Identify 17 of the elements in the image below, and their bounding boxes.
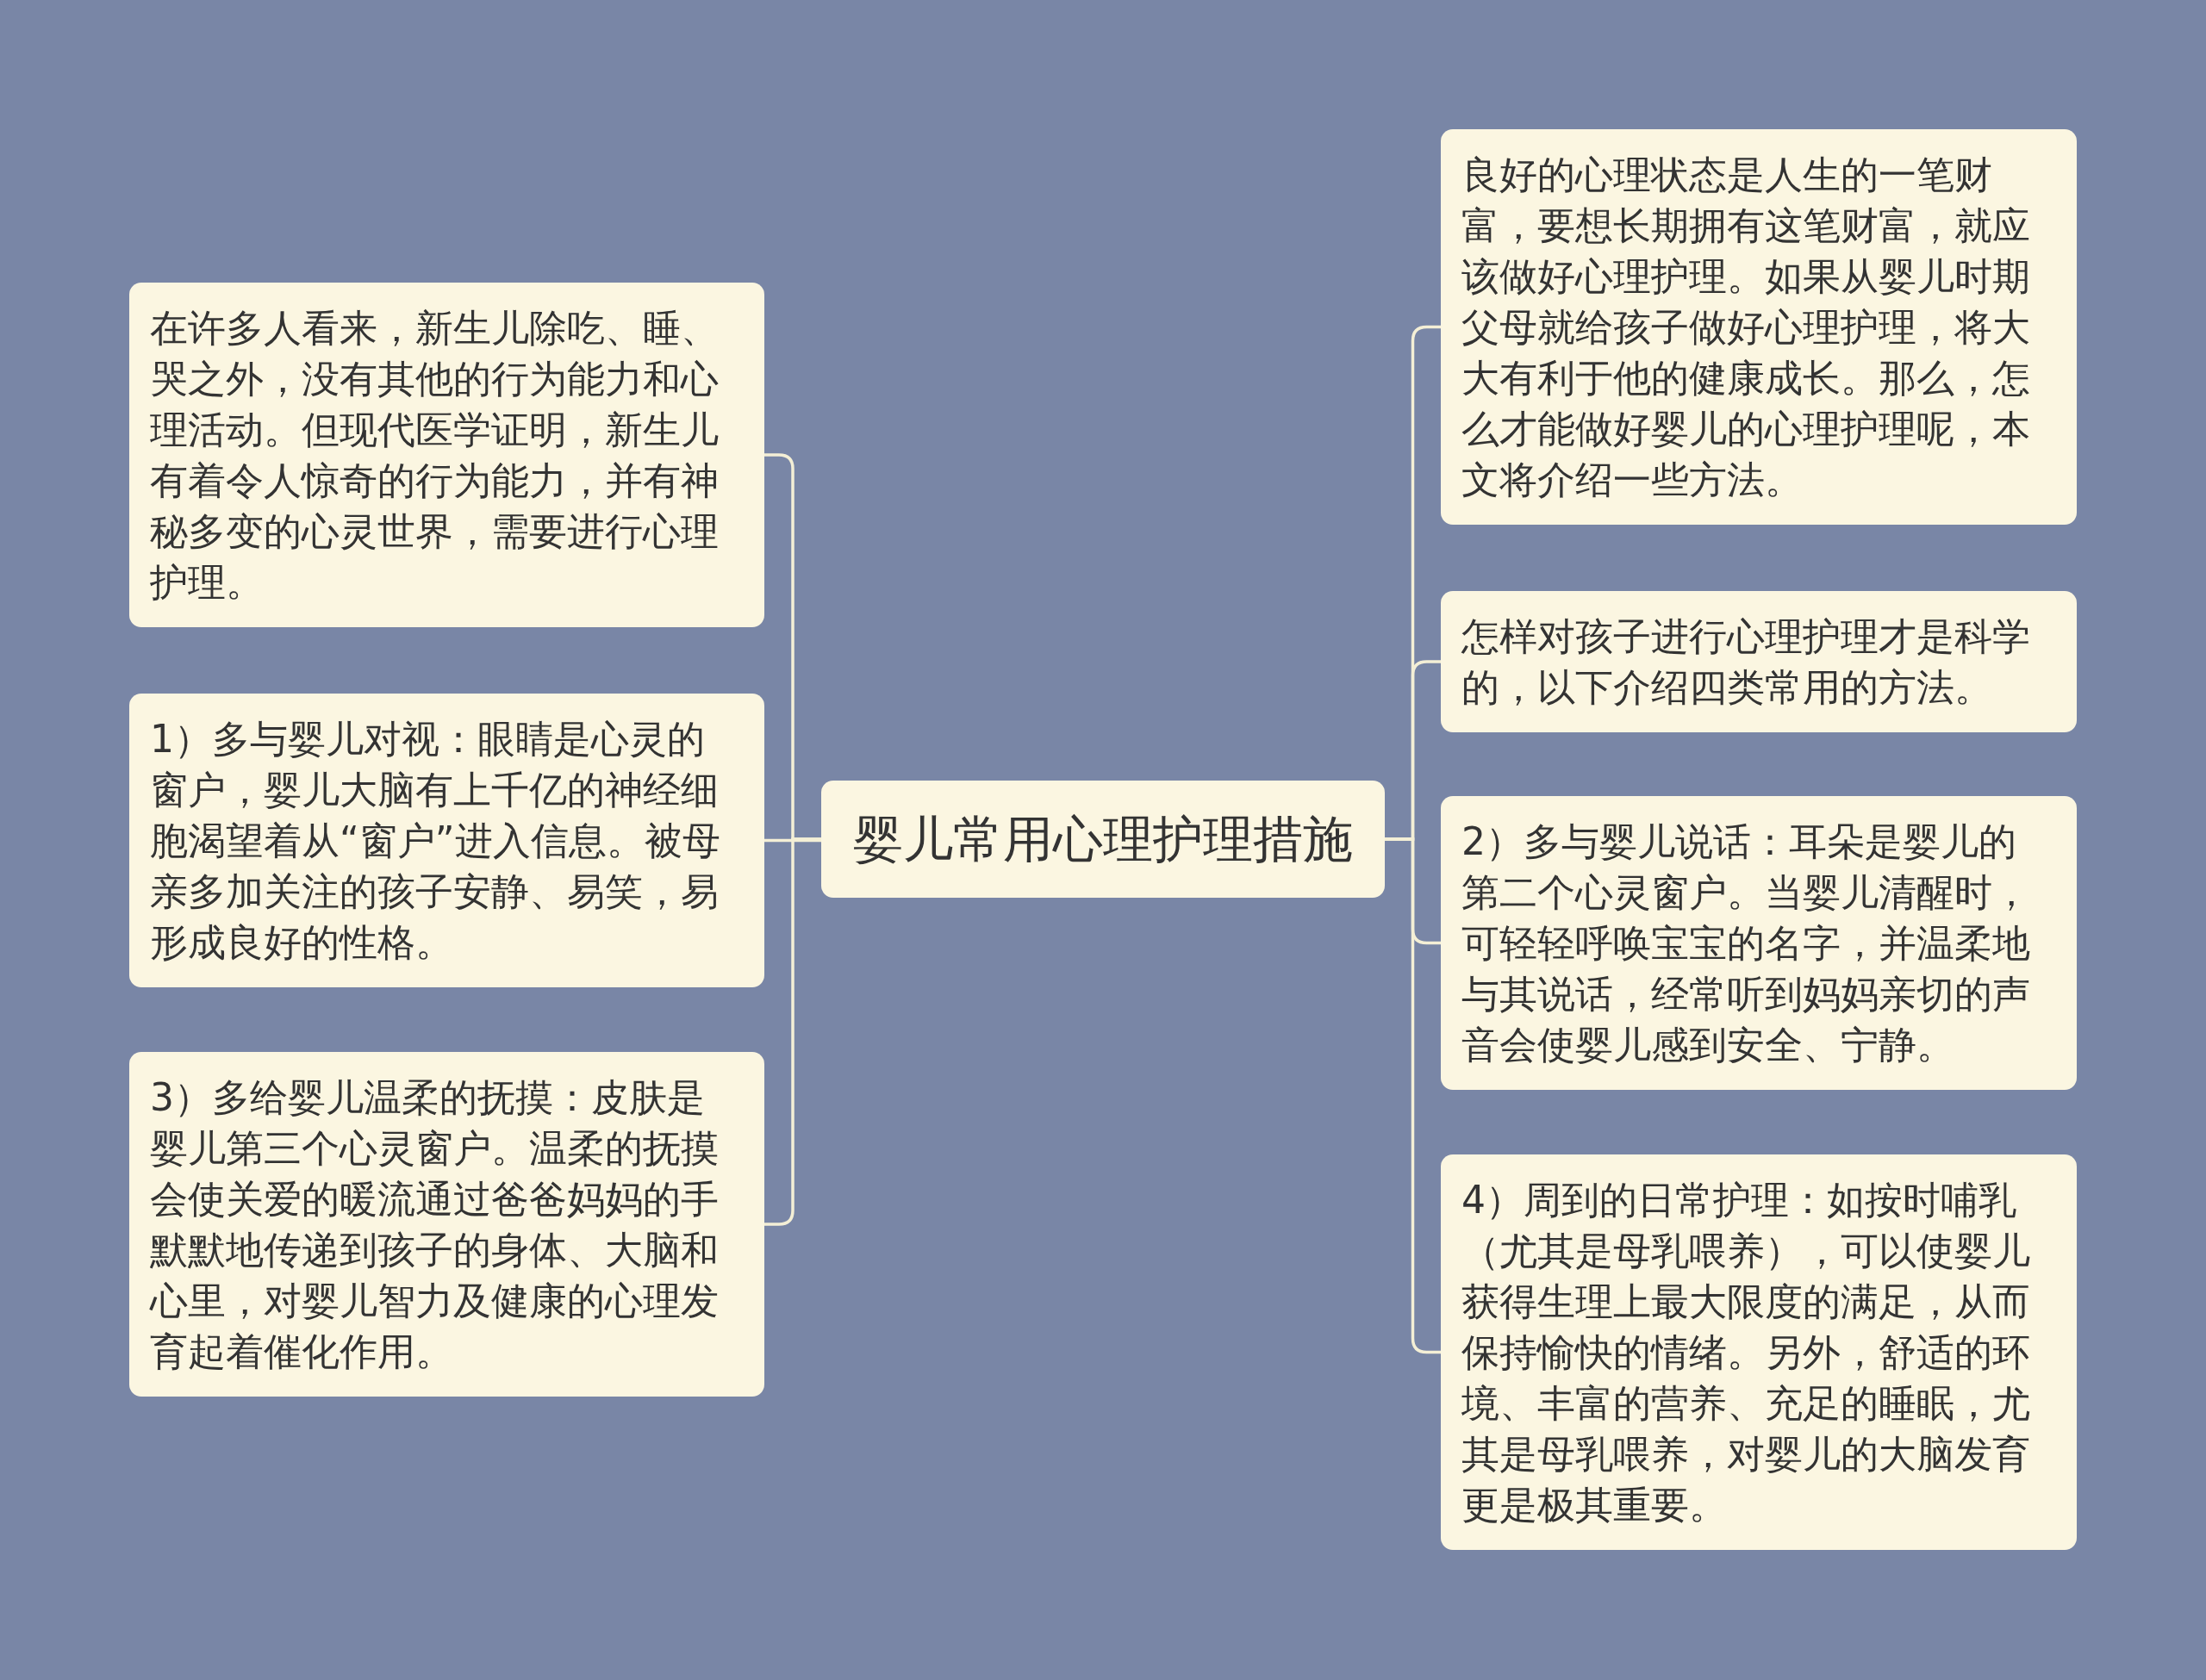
connector-line (764, 838, 821, 843)
note-card (1441, 796, 2077, 1090)
note-text: 4）周到的日常护理：如按时哺乳（尤其是母乳喂养），可以使婴儿获得生理上最大限度的满足，从而保持愉快的情绪。另外，舒适的环境、丰富的营养、充足的睡眠，尤其是母乳喂养，对婴儿的大脑发育更是极其重要。 (1461, 1177, 2031, 1528)
note-text: 1）多与婴儿对视：眼睛是心灵的窗户，婴儿大脑有上千亿的神经细胞渴望着从“窗户”进入信息。被母亲多加关注的孩子安静、易笑，易形成良好的性格。 (150, 716, 721, 966)
note-text: 良好的心理状态是人生的一笔财富，要想长期拥有这笔财富，就应该做好心理护理。如果从婴儿时期父母就给孩子做好心理护理，将大大有利于他的健康成长。那么，怎么才能做好婴儿的心理护理呢，本文将介绍一些方法。 (1461, 152, 2031, 503)
note-card (129, 283, 764, 627)
note-text: 3）多给婴儿温柔的抚摸：皮肤是婴儿第三个心灵窗户。温柔的抚摸会使关爱的暖流通过爸爸妈妈的手默默地传递到孩子的身体、大脑和心里，对婴儿智力及健康的心理发育起着催化作用。 (150, 1074, 720, 1375)
note-card (129, 1052, 764, 1397)
note-text: 2）多与婴儿说话：耳朵是婴儿的第二个心灵窗户。当婴儿清醒时，可轻轻呼唤宝宝的名字，并温柔地与其说话，经常听到妈妈亲切的声音会使婴儿感到安全、宁静。 (1461, 818, 2031, 1068)
topic-box (821, 781, 1385, 898)
note-card (1441, 1154, 2077, 1550)
note-card (129, 694, 764, 987)
topic-text: 婴儿常用心理护理措施 (853, 809, 1353, 869)
note-card (1441, 129, 2077, 525)
note-text: 在许多人看来，新生儿除吃、睡、哭之外，没有其他的行为能力和心理活动。但现代医学证明，新生儿有着令人惊奇的行为能力，并有神秘多变的心灵世界，需要进行心理护理。 (150, 305, 720, 606)
note-card (1441, 591, 2077, 732)
note-text: 怎样对孩子进行心理护理才是科学的，以下介绍四类常用的方法。 (1461, 613, 2031, 711)
